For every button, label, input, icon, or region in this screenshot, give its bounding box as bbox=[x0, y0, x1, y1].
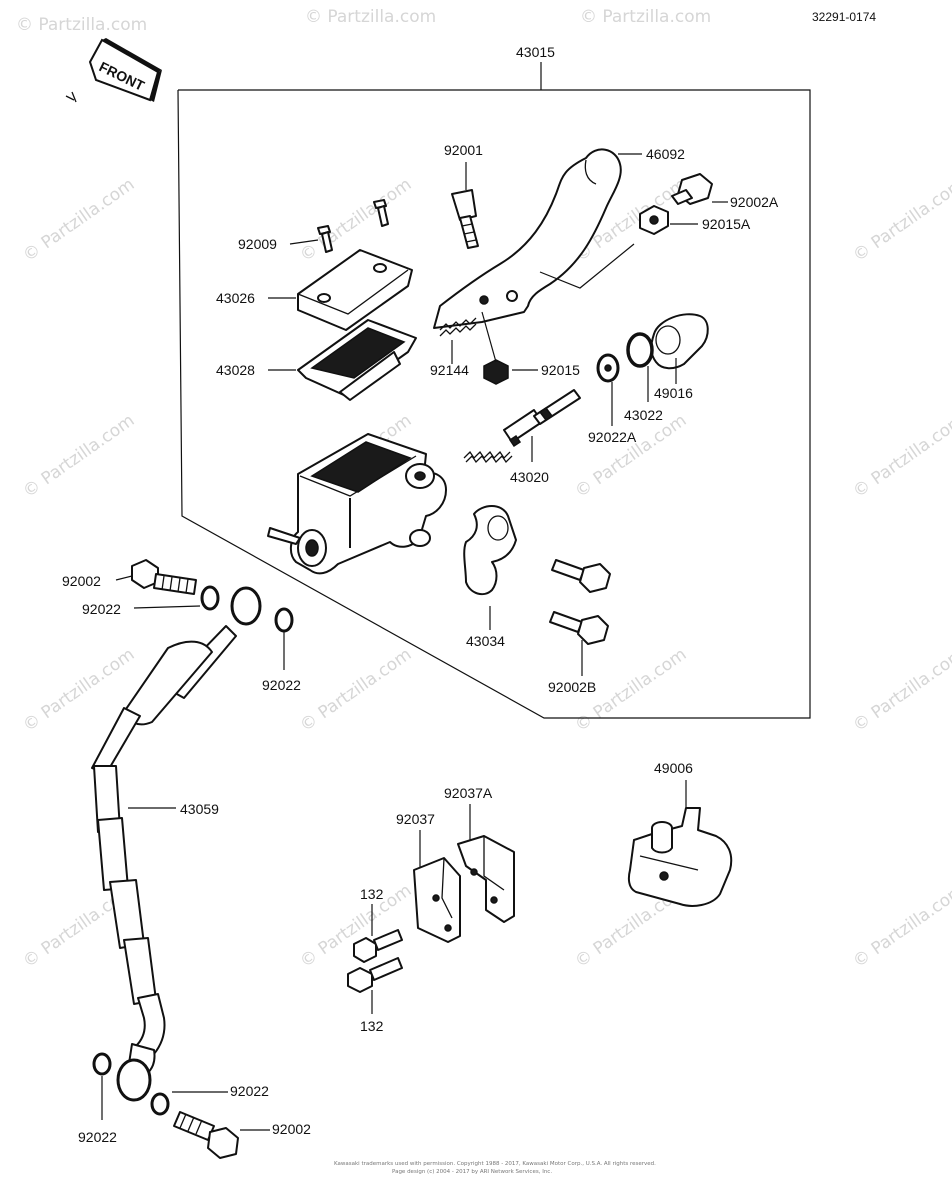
part-label-92037A: 92037A bbox=[444, 785, 493, 801]
washer-92022A: 92022A bbox=[588, 353, 637, 445]
watermark: © Partzilla.com bbox=[849, 880, 952, 972]
nut-92015A: 92015A bbox=[539, 205, 751, 289]
watermark: © Partzilla.com bbox=[16, 15, 147, 35]
diaphragm-43028: 43028 bbox=[216, 319, 417, 401]
piston-kit-43020: 43020 bbox=[463, 389, 581, 485]
part-label-43020: 43020 bbox=[510, 469, 549, 485]
brake-lever-46092: 46092 bbox=[433, 146, 685, 329]
part-label-92002A: 92002A bbox=[730, 194, 779, 210]
watermark: © Partzilla.com bbox=[19, 174, 138, 266]
part-label-92022-top-left: 92022 bbox=[82, 601, 121, 617]
watermark: © Partzilla.com bbox=[296, 644, 415, 736]
reservoir-cap-43026: 43026 bbox=[216, 249, 413, 331]
watermark: © Partzilla.com bbox=[849, 410, 952, 502]
circlip-43022: 43022 bbox=[624, 332, 663, 423]
part-label-49016: 49016 bbox=[654, 385, 693, 401]
bolt-92002A: 92002A bbox=[671, 173, 779, 210]
watermark: © Partzilla.com bbox=[849, 644, 952, 736]
part-label-43059: 43059 bbox=[180, 801, 219, 817]
washer-bottom-left: 92022 bbox=[78, 1052, 117, 1145]
part-label-92037: 92037 bbox=[396, 811, 435, 827]
watermark-layer: © Partzilla.com © Partzilla.com © Partzi… bbox=[16, 7, 952, 972]
part-label-132-bottom: 132 bbox=[360, 1018, 384, 1034]
part-label-132-top: 132 bbox=[360, 886, 384, 902]
footer-copyright: Kawasaki trademarks used with permission… bbox=[334, 1161, 656, 1167]
bracket-92037A: 92037A bbox=[444, 785, 515, 923]
part-label-92009: 92009 bbox=[238, 236, 277, 252]
part-label-92002B: 92002B bbox=[548, 679, 596, 695]
master-cylinder-body bbox=[267, 433, 447, 575]
part-label-92022-top-right: 92022 bbox=[262, 677, 301, 693]
part-label-92022A: 92022A bbox=[588, 429, 637, 445]
part-label-92001: 92001 bbox=[444, 142, 483, 158]
part-label-92015: 92015 bbox=[541, 362, 580, 378]
diagram-code: 32291-0174 bbox=[812, 10, 876, 24]
part-label-43015: 43015 bbox=[516, 44, 555, 60]
banjo-bolt-bottom: 92002 bbox=[173, 1111, 311, 1159]
part-label-43022: 43022 bbox=[624, 407, 663, 423]
watermark: © Partzilla.com bbox=[19, 410, 138, 502]
banjo-bolt-top: 92002 bbox=[62, 559, 197, 595]
nut-92015: 92015 bbox=[481, 311, 580, 385]
watermark: © Partzilla.com bbox=[849, 174, 952, 266]
part-label-43034: 43034 bbox=[466, 633, 505, 649]
pivot-bolt-92001: 92001 bbox=[444, 142, 483, 249]
watermark: © Partzilla.com bbox=[571, 410, 690, 502]
washer-top-left: 92022 bbox=[82, 585, 220, 617]
holder-43034: 43034 bbox=[463, 505, 517, 649]
part-label-43028: 43028 bbox=[216, 362, 255, 378]
bolts-92002B: 92002B bbox=[548, 559, 611, 695]
watermark: © Partzilla.com bbox=[580, 7, 711, 27]
part-label-92022-bottom-left: 92022 bbox=[78, 1129, 117, 1145]
washer-bottom-right: 92022 bbox=[150, 1083, 269, 1116]
brake-switch-49006: 49006 bbox=[627, 760, 733, 907]
part-label-92002-top: 92002 bbox=[62, 573, 101, 589]
bolts-132: 132 132 bbox=[347, 886, 403, 1034]
washer-top-right: 92022 bbox=[262, 607, 301, 693]
front-arrow-icon: FRONT bbox=[65, 38, 162, 103]
part-label-46092: 46092 bbox=[646, 146, 685, 162]
brake-hose-43059: 43059 bbox=[91, 586, 262, 1102]
boot-49016: 49016 bbox=[650, 313, 709, 401]
watermark: © Partzilla.com bbox=[305, 7, 436, 27]
screws-92009: 92009 bbox=[238, 199, 389, 253]
part-label-92002-bottom: 92002 bbox=[272, 1121, 311, 1137]
part-label-92144: 92144 bbox=[430, 362, 469, 378]
assembly-frame: 43015 bbox=[177, 44, 811, 719]
part-label-43026: 43026 bbox=[216, 290, 255, 306]
part-label-49006: 49006 bbox=[654, 760, 693, 776]
spring-92144: 92144 bbox=[430, 317, 477, 378]
part-label-92015A: 92015A bbox=[702, 216, 751, 232]
footer-design: Page design (c) 2004 - 2017 by ARI Netwo… bbox=[392, 1169, 552, 1175]
bracket-92037: 92037 bbox=[396, 811, 461, 943]
part-label-92022-bottom-right: 92022 bbox=[230, 1083, 269, 1099]
